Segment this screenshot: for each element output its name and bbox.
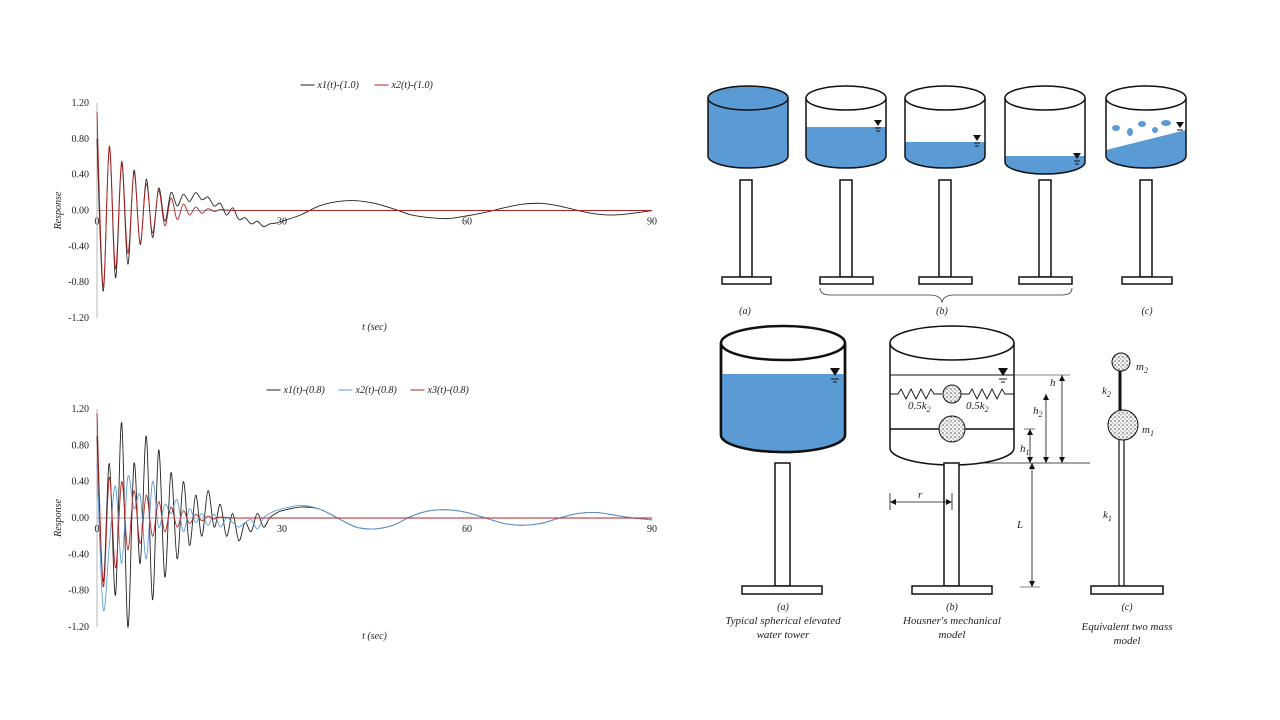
y-tick-label: -0.80 bbox=[68, 586, 89, 597]
y-tick-label: 0.80 bbox=[72, 134, 90, 145]
y-tick-label: 0.40 bbox=[72, 477, 90, 488]
h2-label: h2 bbox=[1033, 405, 1043, 419]
chart-1-svg: 1.20 0.80 0.40 0.00 -0.40 -0.80 -1.20 0 30 60 90 t … bbox=[53, 80, 657, 333]
x-tick-label: 60 bbox=[462, 524, 472, 535]
caption-a-line2: water tower bbox=[757, 629, 811, 641]
x-tick-label: 0 bbox=[95, 524, 100, 535]
x-tick-label: 90 bbox=[647, 524, 657, 535]
legend-label-1: x1(t)-(1.0) bbox=[317, 80, 360, 91]
caption-b-line1: Housner's mechanical bbox=[902, 615, 1001, 627]
y-axis-title: Response bbox=[53, 191, 64, 230]
top-label-a: (a) bbox=[739, 306, 751, 317]
height-dimensions: h1 h2 h L bbox=[980, 374, 1090, 588]
y-tick-label: -0.40 bbox=[68, 549, 89, 560]
h1-label: h1 bbox=[1020, 443, 1030, 457]
two-mass-model: m2 k2 m1 k1 bbox=[1090, 352, 1164, 595]
x-tick-label: 30 bbox=[277, 524, 287, 535]
tank-bottom-b: 0.5k2 0.5k2 r bbox=[889, 325, 1015, 595]
brace-b bbox=[819, 287, 1073, 304]
y-tick-label: 0.40 bbox=[72, 170, 90, 181]
k1-label: k1 bbox=[1103, 509, 1112, 523]
tank-top-b1 bbox=[805, 85, 887, 285]
spring-label-right: 0.5k2 bbox=[966, 400, 989, 414]
x-tick-label: 60 bbox=[462, 217, 472, 228]
response-chart-1: 1.20 0.80 0.40 0.00 -0.40 -0.80 -1.20 0 30 60 90 t … bbox=[40, 70, 680, 340]
series-line-1 bbox=[96, 422, 653, 628]
top-label-b: (b) bbox=[936, 306, 948, 317]
m2-label: m2 bbox=[1136, 361, 1148, 375]
series-line-3 bbox=[96, 413, 652, 587]
tank-top-b2 bbox=[904, 85, 986, 285]
m1-label: m1 bbox=[1142, 424, 1154, 438]
bottom-label-a: (a) bbox=[777, 602, 789, 613]
spring-label-left: 0.5k2 bbox=[908, 400, 931, 414]
tower-diagram: (a) (b) (c) bbox=[690, 80, 1250, 680]
L-label: L bbox=[1016, 519, 1023, 531]
series-line-2 bbox=[96, 463, 653, 612]
x-axis-title: t (sec) bbox=[362, 631, 387, 642]
caption-c-line2: model bbox=[1114, 635, 1141, 647]
y-tick-label: 0.80 bbox=[72, 440, 90, 451]
k2-label: k2 bbox=[1102, 385, 1111, 399]
y-tick-label: 0.00 bbox=[72, 206, 90, 217]
y-tick-label: 1.20 bbox=[72, 404, 90, 415]
chart-2-svg: 1.20 0.80 0.40 0.00 -0.40 -0.80 -1.20 0 30 60 90 t … bbox=[53, 385, 657, 642]
tank-top-b3 bbox=[1004, 85, 1086, 285]
top-label-c: (c) bbox=[1141, 306, 1153, 317]
caption-a-line1: Typical spherical elevated bbox=[725, 615, 841, 627]
series-line-2 bbox=[96, 111, 652, 288]
y-tick-label: 0.00 bbox=[72, 513, 90, 524]
x-axis-title: t (sec) bbox=[362, 322, 387, 333]
x-tick-label: 30 bbox=[277, 217, 287, 228]
tank-top-c bbox=[1105, 85, 1187, 285]
legend-label-2: x2(t)-(0.8) bbox=[355, 385, 398, 396]
tower-diagram-svg: (a) (b) (c) bbox=[707, 85, 1187, 647]
r-label: r bbox=[918, 489, 923, 501]
caption-b-line2: model bbox=[939, 629, 966, 641]
y-tick-label: -0.80 bbox=[68, 277, 89, 288]
y-tick-label: -1.20 bbox=[68, 622, 89, 633]
x-tick-label: 0 bbox=[95, 217, 100, 228]
h-label: h bbox=[1050, 377, 1056, 389]
bottom-label-c: (c) bbox=[1121, 602, 1133, 613]
bottom-label-b: (b) bbox=[946, 602, 958, 613]
legend-label-2: x2(t)-(1.0) bbox=[391, 80, 434, 91]
y-tick-label: -0.40 bbox=[68, 241, 89, 252]
y-tick-label: 1.20 bbox=[72, 98, 90, 109]
x-tick-label: 90 bbox=[647, 217, 657, 228]
legend-label-3: x3(t)-(0.8) bbox=[427, 385, 470, 396]
legend-label-1: x1(t)-(0.8) bbox=[283, 385, 326, 396]
response-chart-2: 1.20 0.80 0.40 0.00 -0.40 -0.80 -1.20 0 30 60 90 t … bbox=[40, 375, 680, 650]
y-tick-label: -1.20 bbox=[68, 313, 89, 324]
tank-top-a bbox=[707, 85, 789, 285]
series-line-1 bbox=[96, 138, 653, 292]
tank-bottom-a bbox=[719, 324, 847, 595]
caption-c-line1: Equivalent two mass bbox=[1080, 621, 1172, 633]
y-axis-title: Response bbox=[53, 499, 64, 538]
